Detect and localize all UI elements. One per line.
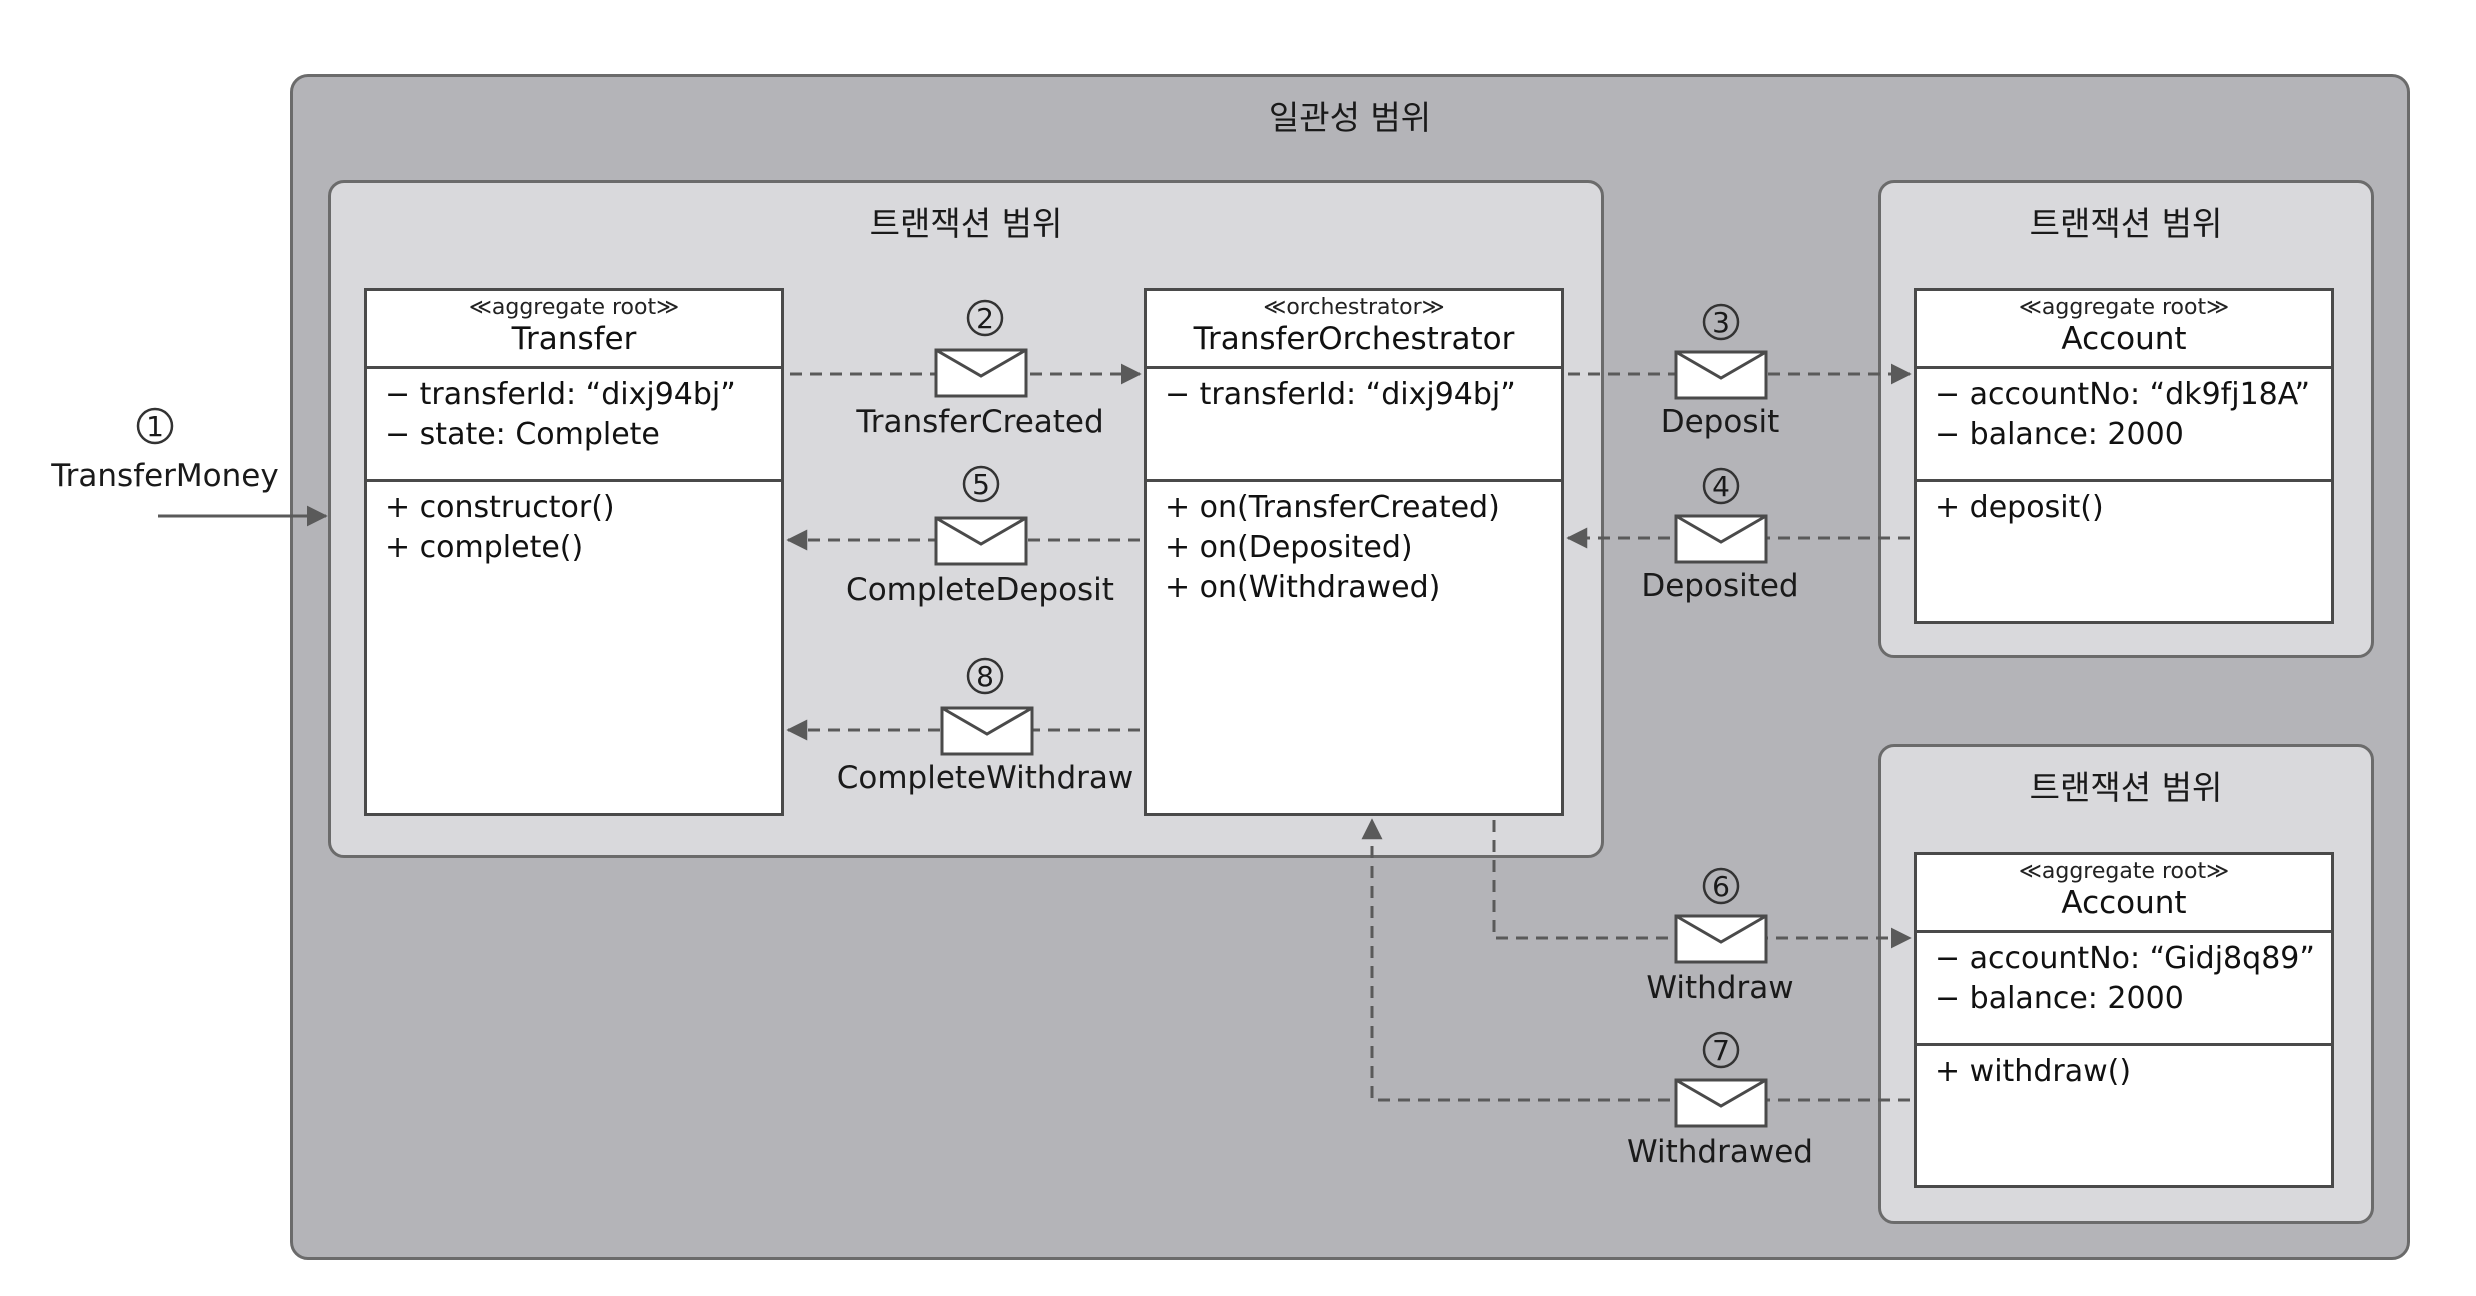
message-label-deposit: Deposit: [1660, 404, 1780, 440]
attribute: − balance: 2000: [1935, 417, 2184, 452]
class-name: Account: [2061, 321, 2187, 357]
attribute: − transferId: “dixj94bj”: [385, 377, 736, 412]
attribute: − accountNo: “dk9fj18A”: [1935, 377, 2311, 412]
class-stereotype: ≪aggregate root≫: [468, 295, 680, 320]
step-badge-1: 1: [136, 407, 174, 445]
class-operations: + on(TransferCreated) + on(Deposited) + …: [1147, 482, 1561, 608]
class-header: ≪aggregate root≫ Transfer: [367, 291, 781, 369]
class-stereotype: ≪orchestrator≫: [1263, 295, 1445, 320]
attribute: − accountNo: “Gidj8q89”: [1935, 941, 2315, 976]
class-name: Transfer: [511, 321, 637, 357]
class-header: ≪aggregate root≫ Account: [1917, 855, 2331, 933]
operation: + on(TransferCreated): [1165, 490, 1500, 525]
class-stereotype: ≪aggregate root≫: [2018, 859, 2230, 884]
class-attributes: − transferId: “dixj94bj” − state: Comple…: [367, 369, 781, 482]
operation: + constructor(): [385, 490, 615, 525]
attribute: − transferId: “dixj94bj”: [1165, 377, 1516, 412]
class-operations: + constructor() + complete(): [367, 482, 781, 568]
operation: + complete(): [385, 530, 584, 565]
account-deposit-class-box: ≪aggregate root≫ Account − accountNo: “d…: [1914, 288, 2334, 624]
class-attributes: − accountNo: “Gidj8q89” − balance: 2000: [1917, 933, 2331, 1046]
transaction-scope-title: 트랜잭션 범위: [869, 204, 1063, 243]
transaction-scope-title: 트랜잭션 범위: [2029, 768, 2223, 807]
operation: + withdraw(): [1935, 1054, 2132, 1089]
operation: + deposit(): [1935, 490, 2104, 525]
transaction-scope-title: 트랜잭션 범위: [2029, 204, 2223, 243]
orchestrator-class-box: ≪orchestrator≫ TransferOrchestrator − tr…: [1144, 288, 1564, 816]
message-label-complete-deposit: CompleteDeposit: [846, 572, 1114, 608]
message-label-complete-withdraw: CompleteWithdraw: [836, 760, 1134, 796]
consistency-scope-title: 일관성 범위: [1268, 98, 1432, 137]
attribute: − balance: 2000: [1935, 981, 2184, 1016]
message-label-deposited: Deposited: [1641, 568, 1799, 604]
operation: + on(Withdrawed): [1165, 570, 1441, 605]
account-withdraw-class-box: ≪aggregate root≫ Account − accountNo: “G…: [1914, 852, 2334, 1188]
class-header: ≪orchestrator≫ TransferOrchestrator: [1147, 291, 1561, 369]
operation: + on(Deposited): [1165, 530, 1413, 565]
class-name: Account: [2061, 885, 2187, 921]
class-operations: + withdraw(): [1917, 1046, 2331, 1092]
step-number: 1: [146, 410, 164, 443]
attribute: − state: Complete: [385, 417, 660, 452]
message-label-withdraw: Withdraw: [1646, 970, 1794, 1006]
class-attributes: − transferId: “dixj94bj”: [1147, 369, 1561, 482]
class-header: ≪aggregate root≫ Account: [1917, 291, 2331, 369]
message-label-withdrawed: Withdrawed: [1627, 1134, 1813, 1170]
class-attributes: − accountNo: “dk9fj18A” − balance: 2000: [1917, 369, 2331, 482]
class-operations: + deposit(): [1917, 482, 2331, 528]
message-label-transfer-money: TransferMoney: [51, 458, 279, 494]
message-label-transfer-created: TransferCreated: [856, 404, 1104, 440]
transfer-class-box: ≪aggregate root≫ Transfer − transferId: …: [364, 288, 784, 816]
class-name: TransferOrchestrator: [1193, 321, 1515, 357]
class-stereotype: ≪aggregate root≫: [2018, 295, 2230, 320]
